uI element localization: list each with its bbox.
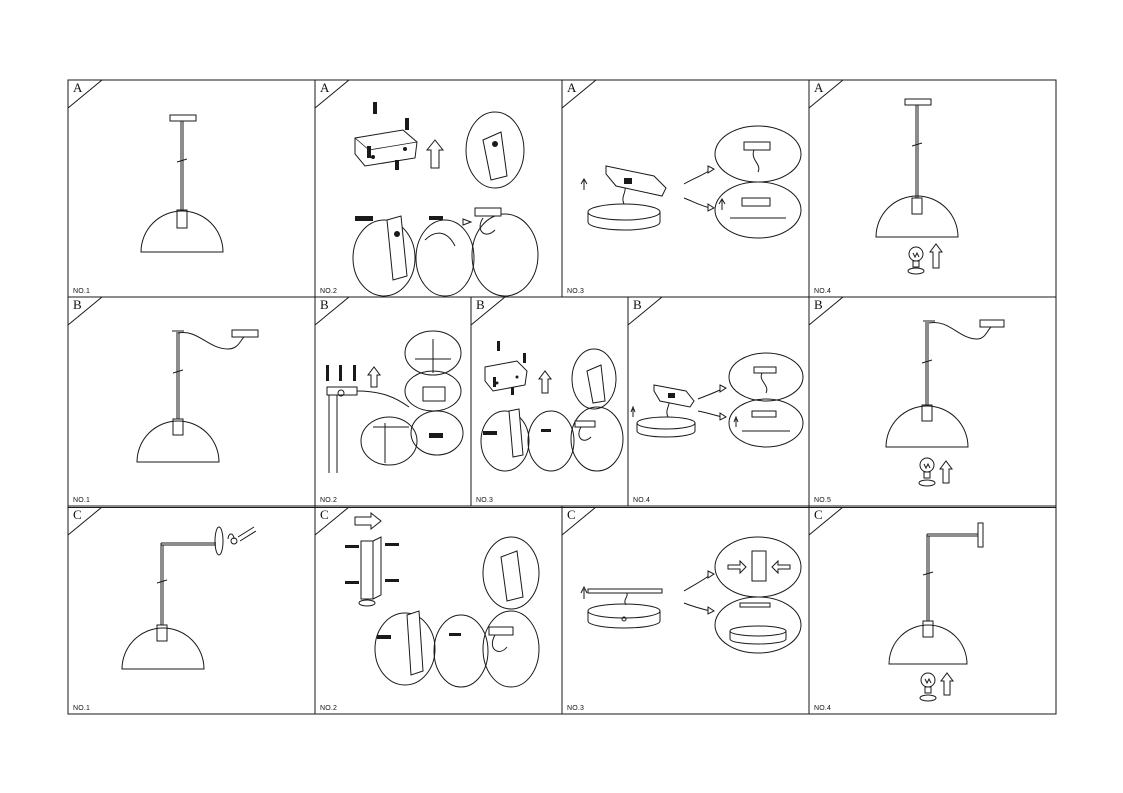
- corner-mark: [315, 507, 350, 536]
- ceiling-hook-illustration: [326, 330, 464, 473]
- swag-pendant-lamp-illustration: [136, 329, 259, 463]
- corner-mark: [628, 297, 663, 326]
- wall-bracket-illustration: [345, 511, 540, 688]
- panel-b-step-3: B NO.3: [471, 297, 628, 506]
- panel-b-step-5: B NO.5: [809, 297, 1056, 506]
- pendant-lamp-bulb-illustration: [875, 98, 959, 275]
- canopy-connection-illustration: [630, 352, 804, 448]
- corner-mark: [315, 297, 350, 326]
- corner-mark: [562, 507, 597, 536]
- step-number: NO.3: [567, 705, 585, 712]
- variant-letter: B: [320, 297, 329, 312]
- corner-mark: [315, 80, 350, 109]
- corner-mark: [68, 507, 103, 536]
- wall-plate-connection-illustration: [580, 536, 802, 654]
- step-number: NO.2: [320, 497, 338, 504]
- step-number: NO.1: [73, 705, 91, 712]
- variant-letter: A: [567, 80, 577, 95]
- variant-letter: B: [73, 297, 82, 312]
- panel-a-step-3: A NO.3: [562, 80, 809, 297]
- panel-c-step-2: C NO.2: [315, 507, 562, 714]
- panel-a-step-2: A: [315, 80, 562, 297]
- step-number: NO.1: [73, 288, 91, 295]
- panel-a-step-1: A NO.1: [68, 80, 315, 297]
- variant-letter: C: [320, 507, 329, 522]
- variant-letter: C: [73, 507, 82, 522]
- wall-arm-lamp-bulb-illustration: [888, 522, 984, 702]
- step-number: NO.4: [633, 497, 651, 504]
- panel-a-step-4: A NO.4: [809, 80, 1056, 297]
- canopy-connection-illustration: [580, 125, 802, 239]
- corner-mark: [68, 297, 103, 326]
- step-number: NO.2: [320, 288, 338, 295]
- panel-b-step-1: B NO.1: [68, 297, 315, 506]
- pendant-lamp-illustration: [140, 114, 224, 253]
- panel-b-step-2: B NO.2: [315, 297, 471, 506]
- variant-letter: A: [320, 80, 330, 95]
- step-number: NO.4: [814, 705, 832, 712]
- corner-mark: [809, 297, 844, 326]
- corner-mark: [68, 80, 103, 109]
- step-number: NO.1: [73, 497, 91, 504]
- step-number: NO.4: [814, 288, 832, 295]
- variant-letter: C: [814, 507, 823, 522]
- corner-mark: [471, 297, 506, 326]
- wall-arm-lamp-illustration: [121, 526, 257, 670]
- step-number: NO.3: [567, 288, 585, 295]
- panel-b-step-4: B NO.4: [628, 297, 809, 506]
- step-number: NO.3: [476, 497, 494, 504]
- bracket-wiring-illustration: [352, 102, 539, 297]
- panel-c-step-3: C NO.3: [562, 507, 809, 714]
- step-number: NO.2: [320, 705, 338, 712]
- corner-mark: [562, 80, 597, 109]
- corner-mark: [809, 80, 844, 109]
- step-number: NO.5: [814, 497, 832, 504]
- variant-letter: B: [814, 297, 823, 312]
- panel-c-step-1: C NO.1: [68, 507, 315, 714]
- bracket-wiring-illustration: [480, 341, 624, 472]
- panel-c-step-4: C NO.4: [809, 507, 1056, 714]
- variant-letter: C: [567, 507, 576, 522]
- swag-pendant-lamp-bulb-illustration: [885, 319, 1005, 487]
- variant-letter: B: [633, 297, 642, 312]
- variant-letter: A: [814, 80, 824, 95]
- corner-mark: [809, 507, 844, 536]
- variant-letter: A: [73, 80, 83, 95]
- variant-letter: B: [476, 297, 485, 312]
